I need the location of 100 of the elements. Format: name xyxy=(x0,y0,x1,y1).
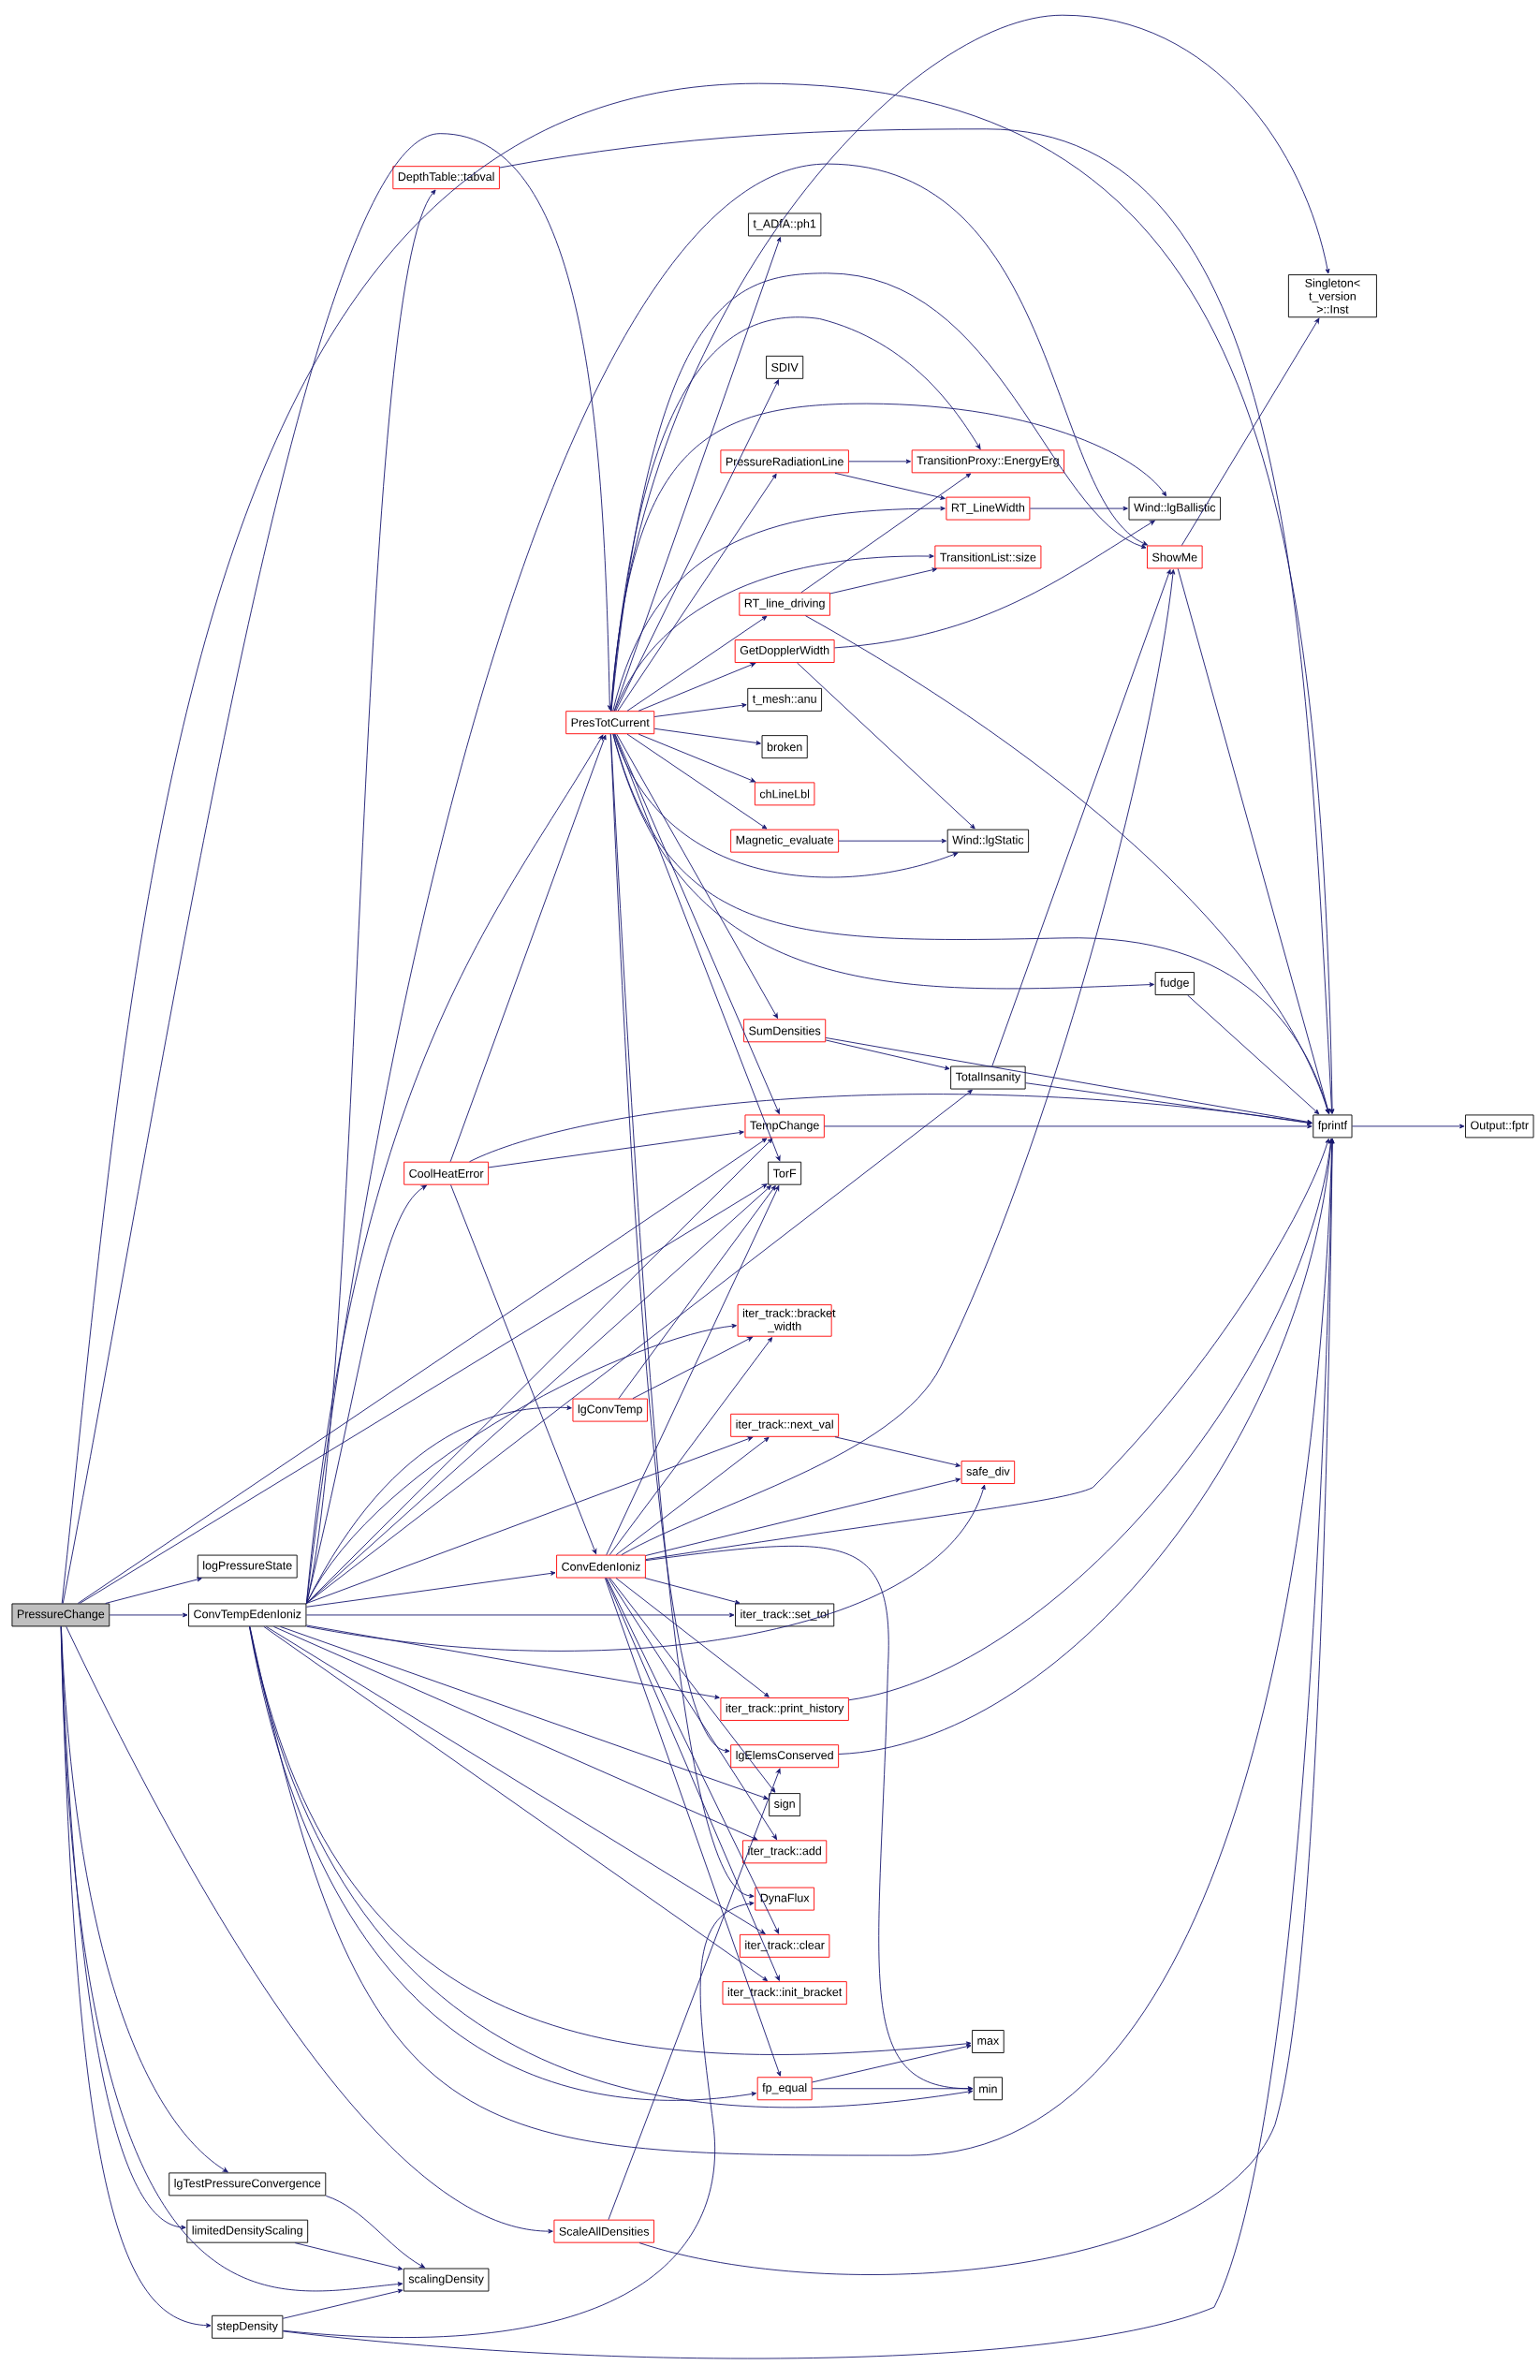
call-box: min xyxy=(973,2077,1003,2101)
arrow xyxy=(811,2086,973,2092)
call-box: ConvTempEdenIoniz xyxy=(187,1603,307,1627)
call-box: DynaFlux xyxy=(755,1887,814,1911)
arrow xyxy=(1181,317,1320,546)
arrow xyxy=(804,615,1329,1114)
arrow xyxy=(824,1124,1313,1129)
call-box: iter_track::set_tol xyxy=(734,1603,834,1627)
arrow xyxy=(305,1624,720,1699)
call-box: iter_track::print_history xyxy=(720,1697,849,1721)
arrow xyxy=(616,733,778,1019)
arrow xyxy=(609,1337,772,1556)
arrow xyxy=(305,163,1148,1604)
call-box: ConvEdenIoniz xyxy=(555,1554,646,1579)
arrow xyxy=(282,1139,1335,2359)
arrow xyxy=(838,838,946,844)
call-box: CoolHeatError xyxy=(403,1161,489,1185)
arrow xyxy=(613,733,959,878)
arrow xyxy=(305,1571,556,1608)
call-box: Magnetic_evaluate xyxy=(730,829,839,853)
arrow xyxy=(1177,567,1330,1114)
arrow xyxy=(62,133,612,1604)
arrow xyxy=(613,553,934,712)
arrow xyxy=(829,567,937,595)
arrow xyxy=(305,1436,753,1604)
arrow xyxy=(811,2044,972,2083)
arrow xyxy=(499,128,1334,1114)
arrow xyxy=(632,1336,753,1400)
arrow xyxy=(449,734,607,1163)
arrow xyxy=(638,662,755,712)
arrow xyxy=(615,1437,770,1556)
call-box: lgElemsConserved xyxy=(730,1744,839,1769)
call-box: GetDopplerWidth xyxy=(734,639,835,663)
call-box: Singleton< t_version >::Inst xyxy=(1287,274,1377,318)
arrow xyxy=(66,1625,553,2234)
arrow xyxy=(653,702,747,717)
arrow xyxy=(834,472,946,500)
arrow xyxy=(282,1901,755,2338)
call-box: iter_track::add xyxy=(741,1840,827,1864)
arrow xyxy=(610,272,1147,712)
call-box: Wind::lgBallistic xyxy=(1128,496,1221,521)
arrow xyxy=(834,1436,961,1467)
call-box: limitedDensityScaling xyxy=(186,2219,308,2243)
call-box: fp_equal xyxy=(756,2077,813,2101)
arrow xyxy=(653,727,761,745)
call-box: chLineLbl xyxy=(754,782,815,806)
arrow xyxy=(1186,994,1319,1115)
arrow xyxy=(618,1185,776,1400)
call-box: Wind::lgStatic xyxy=(946,829,1029,853)
arrow xyxy=(991,569,1171,1067)
call-box: iter_track::clear xyxy=(739,1933,830,1958)
call-box: logPressureState xyxy=(197,1554,298,1579)
call-box: PressureRadiationLine xyxy=(720,449,849,474)
arrow xyxy=(615,379,779,712)
call-box: ShowMe xyxy=(1146,545,1203,569)
arrow xyxy=(612,506,946,712)
arrow xyxy=(638,733,755,783)
arrow xyxy=(644,1578,741,1605)
arrow xyxy=(294,2242,403,2270)
arrow xyxy=(488,1130,744,1168)
arrow xyxy=(449,1184,597,1554)
call-box: RT_line_driving xyxy=(739,592,830,616)
call-box: ScaleAllDensities xyxy=(553,2219,654,2243)
call-box: broken xyxy=(761,735,808,759)
arrow xyxy=(305,1484,986,1652)
arrow xyxy=(617,473,777,712)
call-box: lgConvTemp xyxy=(572,1398,648,1422)
arrow xyxy=(800,473,971,594)
arrow xyxy=(105,1577,202,1604)
arrow xyxy=(796,662,975,830)
arrow xyxy=(645,1477,961,1556)
arrow xyxy=(833,520,1155,649)
arrow xyxy=(282,2288,403,2319)
arrow xyxy=(608,1578,777,1840)
call-box: PressureChange xyxy=(11,1603,110,1627)
arrow xyxy=(613,237,781,712)
call-box: RT_LineWidth xyxy=(946,496,1031,521)
call-box: safe_div xyxy=(961,1461,1015,1484)
arrow xyxy=(325,2195,425,2269)
call-box: t_mesh::anu xyxy=(747,687,822,712)
call-box: PresTotCurrent xyxy=(565,711,654,735)
call-box: Output::fptr xyxy=(1464,1114,1534,1139)
arrow xyxy=(825,1039,950,1070)
arrow xyxy=(1024,1082,1313,1125)
call-box: TransitionList::size xyxy=(934,545,1042,569)
call-box: iter_track::init_bracket xyxy=(722,1981,847,2005)
arrow xyxy=(279,1625,769,1800)
call-box: TempChange xyxy=(744,1114,825,1139)
arrow xyxy=(305,1612,735,1618)
arrow xyxy=(609,403,1166,712)
arrow xyxy=(608,1768,781,2221)
arrow xyxy=(645,1139,1329,1561)
call-box: scalingDensity xyxy=(403,2268,490,2292)
arrow xyxy=(626,615,768,712)
arrow xyxy=(825,1037,1313,1124)
arrow xyxy=(609,733,755,1899)
arrow xyxy=(621,569,1176,1556)
arrow xyxy=(638,1139,1335,2275)
arrow xyxy=(61,82,1335,1604)
call-box: fudge xyxy=(1154,972,1195,995)
